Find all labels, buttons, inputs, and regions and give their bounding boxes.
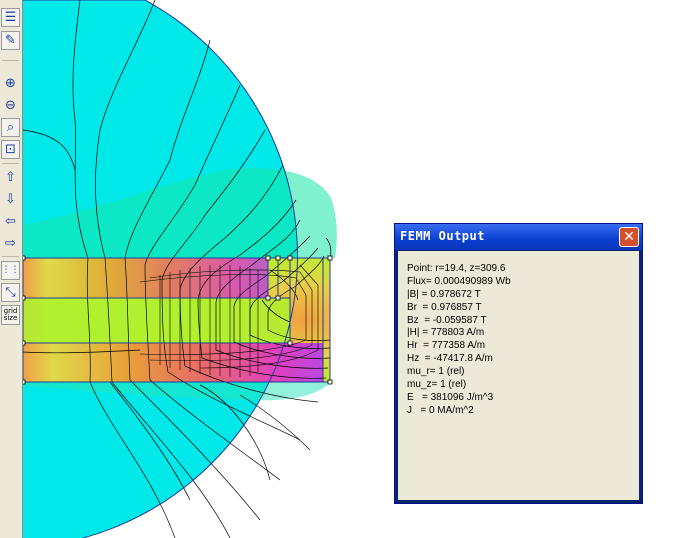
pan-right-icon[interactable]: ⇨: [5, 236, 16, 251]
readout-line-bz: Bz = -0.059587 T: [407, 314, 487, 326]
readout-line-hr: Hr = 777358 A/m: [407, 340, 486, 352]
pan-left-icon[interactable]: ⇦: [5, 214, 16, 229]
gap-region: [23, 298, 290, 343]
readout-line-mu-z: mu_z= 1 (rel): [407, 379, 467, 391]
zoom-extents-icon[interactable]: ⊡: [1, 140, 20, 159]
close-icon[interactable]: ✕: [619, 227, 639, 247]
toolbar-separator: [2, 256, 19, 257]
flux-contours-magnet: [139, 264, 319, 377]
readout-line-point: Point: r=19.4, z=309.6: [407, 263, 506, 274]
point-readout: Point: r=19.4, z=309.6 Flux= 0.000490989…: [407, 263, 511, 418]
dialog-body: Point: r=19.4, z=309.6 Flux= 0.000490989…: [398, 251, 639, 500]
output-dialog: FEMM Output ✕ Point: r=19.4, z=309.6 Flu…: [394, 223, 643, 504]
grid-show-icon[interactable]: ⋮⋮: [1, 261, 20, 280]
dialog-title: FEMM Output: [400, 229, 485, 243]
toolbar-separator: [2, 60, 19, 61]
readout-line-energy: E = 381096 J/m^3: [407, 391, 494, 403]
field-plot-canvas[interactable]: [23, 0, 698, 538]
pan-up-icon[interactable]: ⇧: [5, 170, 16, 185]
edit-props-icon[interactable]: ✎: [1, 31, 20, 50]
grid-size-button[interactable]: grid size: [1, 305, 20, 325]
pan-down-icon[interactable]: ⇩: [5, 192, 16, 207]
readout-line-b-magnitude: |B| = 0.978672 T: [407, 288, 481, 300]
readout-line-mu-r: mu_r= 1 (rel): [407, 366, 465, 378]
grid-size-label-line2: size: [3, 314, 18, 322]
readout-line-flux: Flux= 0.000490989 Wb: [407, 275, 511, 287]
grid-snap-icon[interactable]: ⤡: [1, 283, 20, 302]
readout-line-current-density: J = 0 MA/m^2: [407, 404, 474, 416]
toolbar-separator: [2, 163, 19, 164]
zoom-in-icon[interactable]: ⊕: [5, 76, 16, 91]
region-boundaries: [23, 0, 331, 538]
readout-line-h-magnitude: |H| = 778803 A/m: [407, 327, 485, 339]
flux-contours: [23, 0, 332, 538]
view-toolbar: ☰ ✎ ⊕ ⊖ ⌕ ⊡ ⇧ ⇩ ⇦ ⇨ ⋮⋮ ⤡ grid size: [0, 0, 23, 538]
upper-field-band: [23, 167, 337, 258]
sort-list-icon[interactable]: ☰: [1, 8, 20, 27]
dialog-titlebar[interactable]: FEMM Output ✕: [395, 224, 642, 250]
readout-line-br: Br = 0.976857 T: [407, 301, 482, 313]
grid-size-label-line1: grid: [3, 307, 18, 315]
zoom-out-icon[interactable]: ⊖: [5, 98, 16, 113]
lower-field-band: [23, 382, 330, 401]
readout-line-hz: Hz = -47417.8 A/m: [407, 353, 493, 365]
zoom-window-icon[interactable]: ⌕: [1, 118, 20, 137]
boundary-nodes: [23, 255, 333, 385]
